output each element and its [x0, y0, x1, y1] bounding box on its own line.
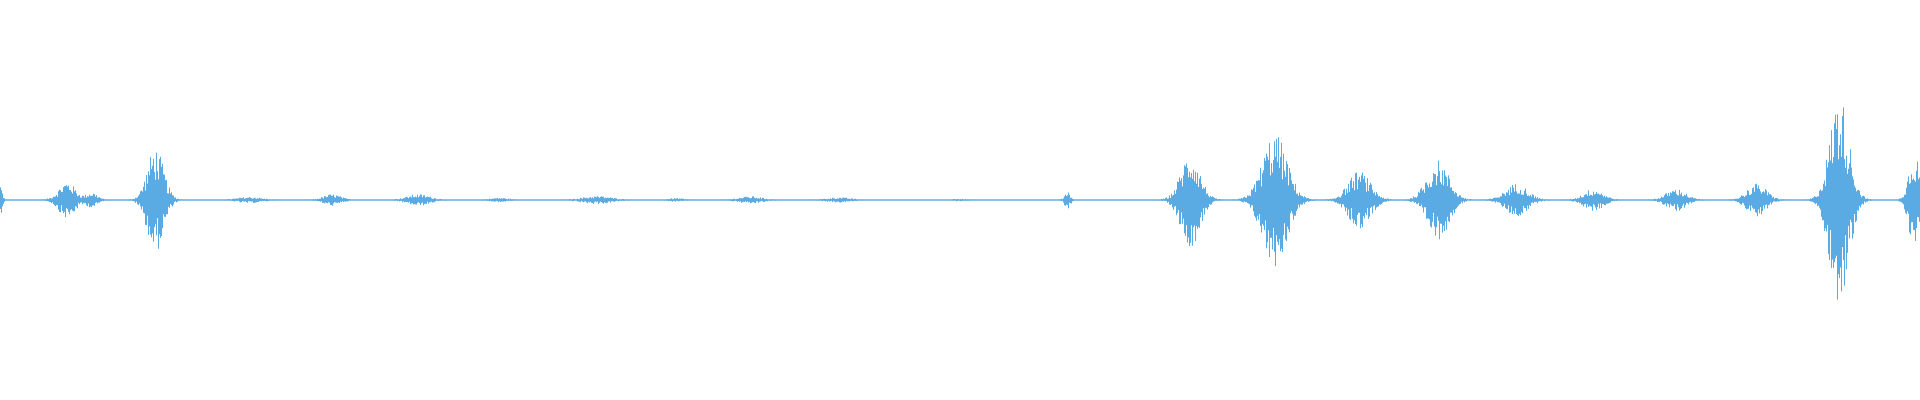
waveform-samples: [0, 107, 1920, 300]
waveform-path-group: [0, 107, 1920, 300]
